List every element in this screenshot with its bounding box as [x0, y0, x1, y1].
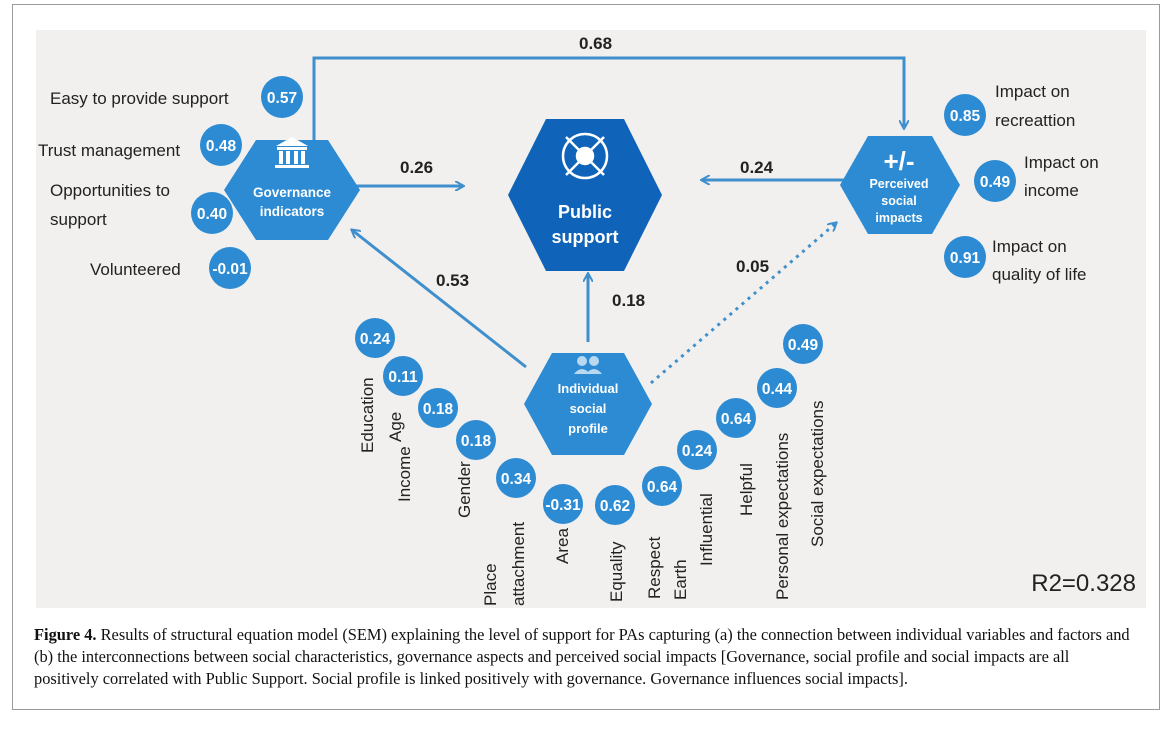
svg-text:0.24: 0.24 [682, 443, 713, 460]
gov-item-label: Easy to provide support [50, 89, 229, 108]
coef-badge: 0.62 [595, 485, 635, 525]
arrow-gov-to-impacts [312, 56, 904, 140]
impact-item-label: quality of life [992, 265, 1087, 284]
impact-item-label: Impact on [995, 82, 1070, 101]
coef-badge: -0.31 [543, 484, 583, 524]
coef-badge: 0.48 [200, 124, 242, 166]
svg-text:0.64: 0.64 [721, 411, 752, 428]
svg-text:0.85: 0.85 [950, 108, 981, 125]
svg-text:0.18: 0.18 [423, 401, 454, 418]
svg-text:0.24: 0.24 [360, 331, 391, 348]
governance-title-line1: Governance [253, 185, 332, 200]
arrow-profile-to-gov [352, 230, 527, 369]
coef-badge: 0.18 [418, 388, 458, 428]
svg-text:0.40: 0.40 [197, 206, 227, 223]
path-coef-gov-support: 0.26 [400, 158, 433, 177]
path-coef-gov-impacts: 0.68 [579, 34, 612, 53]
handshake-icon [561, 132, 609, 180]
plus-minus-icon: +/- [883, 146, 914, 176]
profile-item-label: Income [395, 446, 414, 502]
coef-badge: 0.24 [355, 318, 395, 358]
impact-item-label: Impact on [1024, 153, 1099, 172]
svg-text:0.44: 0.44 [762, 381, 793, 398]
public-support-line1: Public [558, 202, 612, 222]
profile-item-label: Education [358, 377, 377, 453]
coef-badge: 0.24 [677, 430, 717, 470]
coef-badge: 0.18 [456, 420, 496, 460]
coef-badge: 0.11 [383, 356, 423, 396]
perceived-line3: impacts [875, 211, 922, 225]
svg-text:0.34: 0.34 [501, 471, 532, 488]
coef-badge: 0.44 [757, 368, 797, 408]
svg-text:0.57: 0.57 [267, 90, 297, 107]
gov-item-label: Volunteered [90, 260, 181, 279]
impact-item-label: Impact on [992, 237, 1067, 256]
coef-badge: 0.34 [496, 458, 536, 498]
gov-item-label: Opportunities to [50, 181, 170, 200]
profile-line3: profile [568, 421, 608, 436]
svg-text:0.11: 0.11 [388, 369, 418, 386]
gov-item-label: support [50, 210, 107, 229]
profile-item-label: Earth [671, 559, 690, 600]
svg-text:-0.01: -0.01 [212, 261, 248, 278]
coef-badge: 0.49 [783, 324, 823, 364]
diagram-panel: 0.68 0.26 0.24 0.53 0.18 0.05 Governance… [36, 30, 1146, 608]
coef-badge: 0.57 [261, 76, 303, 118]
svg-text:0.62: 0.62 [600, 498, 630, 515]
profile-item-label: Helpful [737, 463, 756, 516]
figure-caption: Figure 4. Results of structural equation… [34, 624, 1134, 690]
coef-badge: 0.49 [974, 160, 1016, 202]
coef-badge: 0.64 [642, 466, 682, 506]
perceived-social-impacts-node: +/- Perceived social impacts [840, 136, 960, 234]
profile-item-label: Place [481, 563, 500, 606]
profile-item-label: Personal expectations [773, 433, 792, 600]
profile-item-label: Equality [607, 541, 626, 602]
governance-indicators-node: Governance indicators [224, 137, 360, 240]
svg-text:0.64: 0.64 [647, 479, 678, 496]
svg-text:0.18: 0.18 [461, 433, 492, 450]
individual-social-profile-node: Individual social profile [524, 353, 652, 455]
svg-text:0.91: 0.91 [950, 250, 981, 267]
arrow-profile-to-impacts [650, 223, 836, 385]
coef-badge: 0.64 [716, 398, 756, 438]
public-support-line2: support [552, 227, 619, 247]
bank-icon [275, 137, 309, 168]
profile-item-label: Influential [697, 493, 716, 566]
impact-item-label: income [1024, 181, 1079, 200]
public-support-node: Public support [508, 119, 662, 271]
profile-item-label: attachment [509, 522, 528, 606]
path-coef-profile-impacts: 0.05 [736, 257, 769, 276]
r-squared-label: R2=0.328 [1031, 570, 1136, 597]
path-coef-profile-gov: 0.53 [436, 271, 469, 290]
governance-title-line2: indicators [260, 204, 325, 219]
impact-item-label: recreattion [995, 111, 1075, 130]
caption-text: Results of structural equation model (SE… [34, 625, 1130, 688]
profile-item-label: Social expectations [808, 401, 827, 547]
perceived-line2: social [881, 194, 916, 208]
path-coef-profile-support: 0.18 [612, 291, 645, 310]
profile-item-label: Gender [455, 461, 474, 518]
profile-line2: social [570, 401, 607, 416]
svg-text:0.48: 0.48 [206, 138, 237, 155]
path-coef-impacts-support: 0.24 [740, 158, 774, 177]
coef-badge: 0.40 [191, 192, 233, 234]
coef-badge: 0.91 [944, 236, 986, 278]
profile-item-label: Respect [645, 536, 664, 599]
perceived-line1: Perceived [869, 177, 928, 191]
people-icon [574, 356, 602, 374]
sem-diagram: 0.68 0.26 0.24 0.53 0.18 0.05 Governance… [38, 34, 1136, 606]
svg-text:0.49: 0.49 [980, 174, 1011, 191]
svg-text:-0.31: -0.31 [545, 497, 581, 514]
gov-item-label: Trust management [38, 141, 180, 160]
caption-label: Figure 4. [34, 625, 97, 644]
coef-badge: 0.85 [944, 94, 986, 136]
svg-text:0.49: 0.49 [788, 337, 819, 354]
profile-line1: Individual [558, 381, 619, 396]
coef-badge: -0.01 [209, 247, 251, 289]
profile-item-label: Area [553, 528, 572, 564]
profile-item-label: Age [386, 412, 405, 442]
